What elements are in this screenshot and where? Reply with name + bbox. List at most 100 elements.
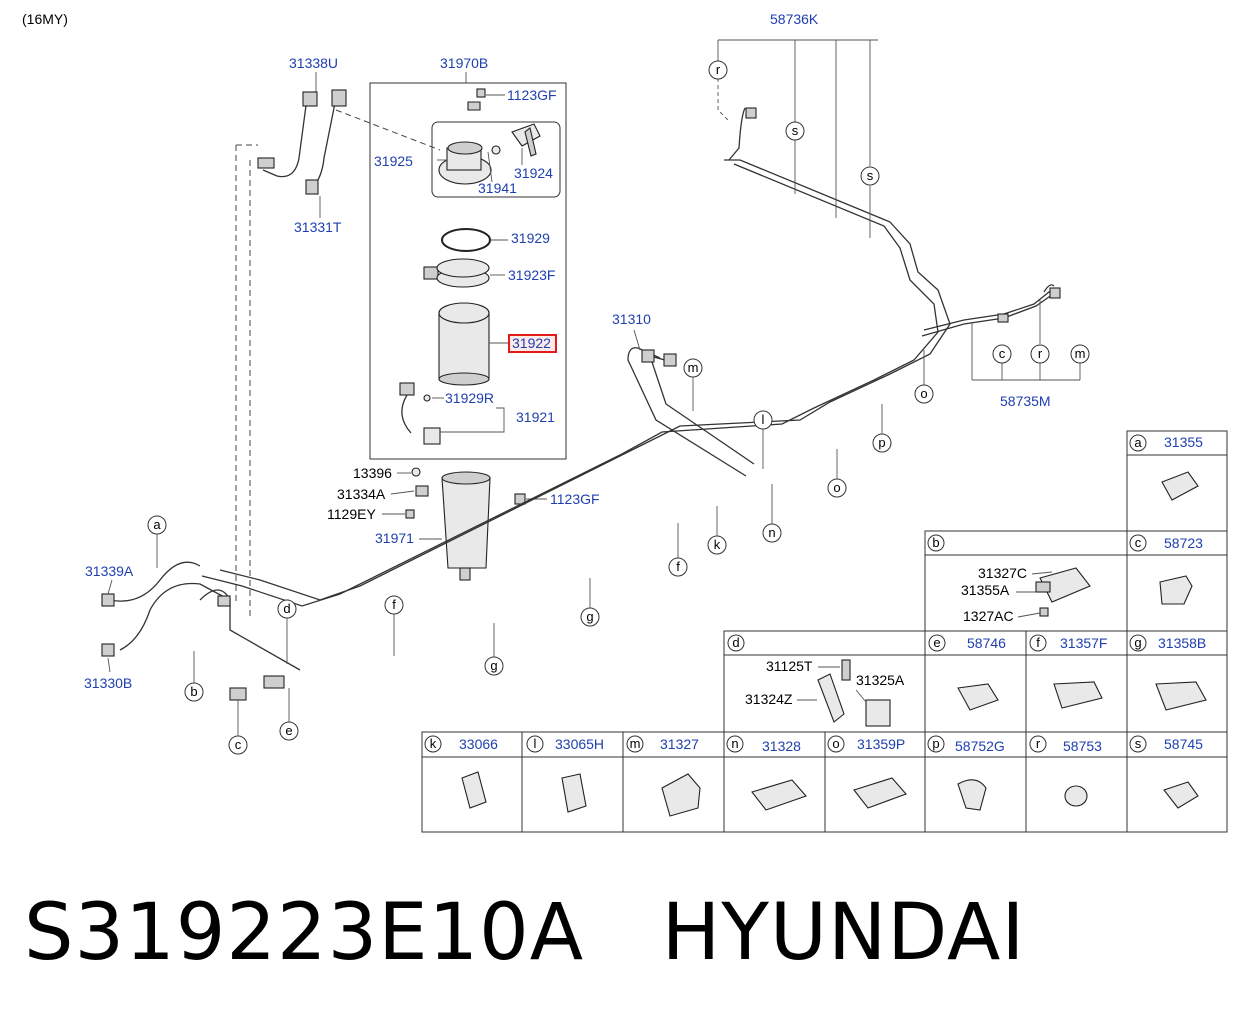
callout-circle: c bbox=[228, 735, 248, 755]
callout-circle: o bbox=[914, 384, 934, 404]
screw-part bbox=[476, 88, 505, 98]
callout-circle: r bbox=[708, 60, 728, 80]
filter-bracket-part bbox=[405, 467, 526, 581]
fuel-hose-part bbox=[257, 89, 347, 195]
clip-part-number: 58752G bbox=[955, 738, 1005, 754]
clip-letter: p bbox=[932, 736, 939, 751]
clip-letter: c bbox=[1135, 535, 1142, 550]
svg-text:c: c bbox=[235, 737, 242, 752]
part-label-31334A: 31334A bbox=[337, 486, 386, 502]
svg-text:k: k bbox=[714, 537, 721, 552]
clip-part-number: 31359P bbox=[857, 736, 905, 752]
callout-circle: a bbox=[147, 515, 167, 535]
clip-l-illustration bbox=[561, 773, 587, 813]
part-label-31339A: 31339A bbox=[85, 563, 134, 579]
callouts: r s s c r m m l o p o n k f g g f d a b … bbox=[147, 60, 1090, 755]
part-label-31330B: 31330B bbox=[84, 675, 132, 691]
callout-circle: g bbox=[484, 656, 504, 676]
clip-letter: s bbox=[1135, 736, 1142, 751]
part-label-31929R: 31929R bbox=[445, 390, 494, 406]
clip-part-number: 58746 bbox=[967, 635, 1006, 651]
clip-part-number: 33065H bbox=[555, 736, 604, 752]
callout-circle: s bbox=[785, 121, 805, 141]
clip-g-illustration bbox=[1155, 681, 1207, 711]
clip-b-illustration bbox=[1039, 567, 1091, 603]
svg-text:r: r bbox=[1038, 346, 1043, 361]
part-label-31925: 31925 bbox=[374, 153, 413, 169]
part-label-1123GF-bracket: 1123GF bbox=[550, 491, 600, 507]
svg-text:g: g bbox=[490, 658, 497, 673]
callout-circle: l bbox=[753, 410, 773, 430]
clip-letter: b bbox=[932, 535, 939, 550]
clip-d-part-31125T: 31125T bbox=[766, 658, 813, 674]
clip-part-number: 31355 bbox=[1164, 434, 1203, 450]
clip-b-part-31327C: 31327C bbox=[978, 565, 1027, 581]
clip-letter: f bbox=[1036, 635, 1040, 650]
part-label-13396: 13396 bbox=[353, 465, 392, 481]
callout-circle: m bbox=[1070, 344, 1090, 364]
clip-letter: m bbox=[630, 736, 641, 751]
svg-text:g: g bbox=[586, 609, 593, 624]
sensor-part bbox=[491, 123, 541, 165]
svg-text:p: p bbox=[878, 435, 885, 450]
filter-head-subbox bbox=[431, 121, 561, 198]
footer-brand: HYUNDAI bbox=[661, 888, 1026, 978]
part-label-31923F: 31923F bbox=[508, 267, 555, 283]
part-label-31310: 31310 bbox=[612, 311, 651, 327]
clip-b-part-1327AC: 1327AC bbox=[963, 608, 1014, 624]
clip-p-illustration bbox=[957, 779, 987, 811]
clip-part-number: 31357F bbox=[1060, 635, 1107, 651]
part-label-1129EY: 1129EY bbox=[327, 506, 376, 522]
part-label-31331T: 31331T bbox=[294, 219, 342, 235]
parts-diagram: (16MY) 31970B 1123GF 31925 31924 31941 3… bbox=[22, 11, 1228, 833]
svg-text:r: r bbox=[716, 62, 721, 77]
clip-reference-table: a 31355 b c 58723 31327C 31355A 1327AC d… bbox=[421, 430, 1228, 833]
svg-text:o: o bbox=[833, 480, 840, 495]
callout-circle: c bbox=[992, 344, 1012, 364]
clip-letter: a bbox=[1134, 435, 1142, 450]
clip-letter: e bbox=[933, 635, 940, 650]
clip-c-illustration bbox=[1159, 575, 1193, 605]
svg-text:o: o bbox=[920, 386, 927, 401]
clip-d-bracket bbox=[817, 673, 845, 723]
fuel-line-assembly bbox=[101, 107, 1061, 701]
clip-letter: l bbox=[534, 736, 537, 751]
clip-r-illustration bbox=[1064, 785, 1088, 807]
svg-text:s: s bbox=[792, 123, 799, 138]
svg-text:f: f bbox=[676, 559, 680, 574]
callout-circle: b bbox=[184, 682, 204, 702]
svg-text:m: m bbox=[688, 360, 699, 375]
clip-part-number: 58745 bbox=[1164, 736, 1203, 752]
svg-text:n: n bbox=[768, 525, 775, 540]
clip-n-illustration bbox=[751, 779, 807, 811]
callout-circle: s bbox=[860, 166, 880, 186]
clip-letter: n bbox=[731, 736, 738, 751]
filter-head-part bbox=[437, 101, 492, 185]
part-label-1123GF: 1123GF bbox=[507, 87, 557, 103]
clip-letter: o bbox=[832, 736, 839, 751]
callout-circle: r bbox=[1030, 344, 1050, 364]
part-label-31922: 31922 bbox=[512, 335, 551, 351]
clip-e-illustration bbox=[957, 683, 999, 711]
clip-letter: r bbox=[1036, 736, 1041, 751]
clip-part-number: 58753 bbox=[1063, 738, 1102, 754]
callout-circle: o bbox=[827, 478, 847, 498]
part-label-31971: 31971 bbox=[375, 530, 414, 546]
callout-circle: p bbox=[872, 433, 892, 453]
filter-assembly-box bbox=[369, 82, 567, 460]
clip-part-number: 31358B bbox=[1158, 635, 1206, 651]
clip-part-number: 33066 bbox=[459, 736, 498, 752]
filter-cap-part bbox=[423, 258, 505, 288]
clip-f-illustration bbox=[1053, 681, 1103, 709]
model-note: (16MY) bbox=[22, 11, 68, 27]
clip-m-illustration bbox=[661, 773, 701, 817]
clip-d-part-31325A: 31325A bbox=[856, 672, 905, 688]
clip-letter: k bbox=[430, 736, 437, 751]
callout-circle: d bbox=[277, 599, 297, 619]
o-ring-part bbox=[441, 228, 491, 252]
callout-circle: f bbox=[384, 595, 404, 615]
heater-part bbox=[399, 382, 505, 445]
clip-part-number: 58723 bbox=[1164, 535, 1203, 551]
part-label-31924: 31924 bbox=[514, 165, 553, 181]
callout-circle: e bbox=[279, 721, 299, 741]
